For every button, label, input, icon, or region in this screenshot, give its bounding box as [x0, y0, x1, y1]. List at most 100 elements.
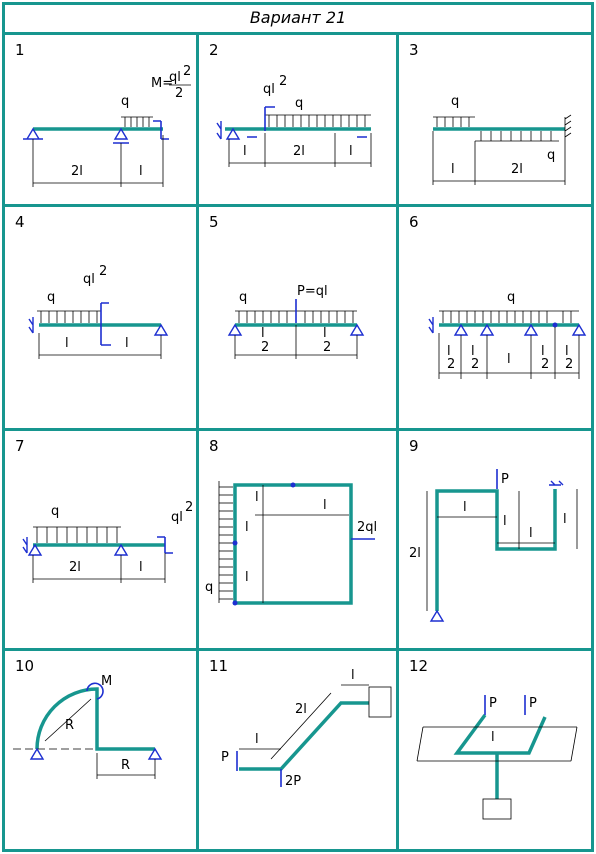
force-2ql: 2ql [357, 520, 377, 535]
scheme-2: ql 2 q l 2l l [216, 74, 372, 167]
dim-2l: 2l [295, 702, 307, 717]
scheme-9: P l l l l 2l [409, 469, 578, 622]
cell-number: 12 [409, 657, 429, 675]
dim-d: 2 [471, 357, 479, 372]
cell-8: 8 l l l l 2ql q [196, 428, 399, 651]
dim-l2: l [351, 668, 355, 683]
dim-l1: l [463, 500, 467, 515]
dim-l4: l [245, 570, 249, 585]
cell-6: 6 q l 2 l 2 l l 2 l 2 [396, 204, 594, 431]
p-label: P [501, 472, 509, 487]
scheme-3: q q l 2l [432, 94, 572, 185]
dim-l1: l [255, 732, 259, 747]
p-label-2: P [529, 696, 537, 711]
cell-12: 12 P P l [396, 648, 594, 852]
cell-number: 6 [409, 213, 419, 231]
q-bottom-label: q [547, 148, 555, 163]
dim-2l: 2l [71, 164, 83, 179]
dim-2l: 2l [511, 162, 523, 177]
dim-half1: 2 [261, 340, 269, 355]
dim-h: l [565, 344, 569, 359]
dim-l2: l [529, 526, 533, 541]
q-label: q [239, 290, 247, 305]
dim-l: l [451, 162, 455, 177]
dim-l4: l [563, 512, 567, 527]
scheme-10: M R R [13, 674, 163, 779]
scheme-5: q P=ql l 2 l 2 [227, 284, 365, 359]
cell-7: 7 q ql 2 2l l [2, 428, 199, 651]
cell-number: 4 [15, 213, 25, 231]
ql-label: ql [171, 510, 183, 525]
q-label: q [121, 94, 129, 109]
ql-label: ql [83, 272, 95, 287]
cell-number: 10 [15, 657, 35, 675]
cell-2: 2 ql 2 q l 2l l [196, 32, 399, 207]
moment-num: ql [169, 70, 181, 85]
dim-2l: 2l [69, 560, 81, 575]
scheme-12: P P l [416, 695, 578, 820]
q-label: q [47, 290, 55, 305]
exp-label: 2 [185, 500, 193, 515]
scheme-7: q ql 2 2l l [22, 500, 193, 583]
cell-number: 9 [409, 437, 419, 455]
p-label: P=ql [297, 284, 328, 299]
moment-den: 2 [175, 86, 183, 101]
cell-number: 11 [209, 657, 229, 675]
cell-5: 5 q P=ql l 2 l 2 [196, 204, 399, 431]
q-label: q [205, 580, 213, 595]
cell-4: 4 q ql 2 l l [2, 204, 199, 431]
cell-10: 10 M R R [2, 648, 199, 852]
dim-l1: l [65, 336, 69, 351]
radius-label-2: R [121, 758, 130, 773]
dim-a: l [447, 344, 451, 359]
moment-label: M [101, 674, 112, 689]
q-label: q [507, 290, 515, 305]
scheme-1: q M= ql 2 2 2l l [23, 64, 191, 187]
dim-e: l [507, 352, 511, 367]
dim-l1: l [261, 326, 265, 341]
cell-number: 5 [209, 213, 219, 231]
radius-label-1: R [65, 718, 74, 733]
moment-label: M= [151, 76, 173, 91]
dim-i: 2 [565, 357, 573, 372]
scheme-4: q ql 2 l l [28, 264, 169, 359]
cell-11: 11 P 2P l 2l l [196, 648, 399, 852]
dim-l2: l [323, 498, 327, 513]
dim-l: l [139, 164, 143, 179]
dim-b: 2 [447, 357, 455, 372]
dim-f: l [541, 344, 545, 359]
cell-9: 9 P l l l l 2l [396, 428, 594, 651]
cell-number: 3 [409, 41, 419, 59]
q-label: q [295, 96, 303, 111]
scheme-11: P 2P l 2l l [221, 668, 392, 789]
cell-number: 2 [209, 41, 219, 59]
cell-1: 1 q M= ql 2 2 2l l [2, 32, 199, 207]
exp-label: 2 [99, 264, 107, 279]
dim-l2: l [125, 336, 129, 351]
dim-l: l [491, 730, 495, 745]
dim-c: l [471, 344, 475, 359]
dim-l2: l [323, 326, 327, 341]
dim-2l: 2l [409, 546, 421, 561]
2p-label: 2P [285, 774, 301, 789]
moment-exp: 2 [183, 64, 191, 79]
dim-l2: l [349, 144, 353, 159]
p-label: P [221, 750, 229, 765]
ql-label: ql [263, 82, 275, 97]
cell-3: 3 q q l 2l [396, 32, 594, 207]
cell-number: 1 [15, 41, 25, 59]
scheme-6: q l 2 l 2 l l 2 l 2 [428, 290, 587, 379]
dim-l3: l [503, 514, 507, 529]
cell-number: 7 [15, 437, 25, 455]
dim-l1: l [243, 144, 247, 159]
dim-l3: l [245, 520, 249, 535]
scheme-8: l l l l 2ql q [205, 481, 377, 606]
variant-title: Вариант 21 [249, 7, 347, 27]
cell-number: 8 [209, 437, 219, 455]
dim-l: l [139, 560, 143, 575]
dim-2l: 2l [293, 144, 305, 159]
exp-label: 2 [279, 74, 287, 89]
p-label-1: P [489, 696, 497, 711]
q-label: q [51, 504, 59, 519]
dim-l1: l [255, 490, 259, 505]
